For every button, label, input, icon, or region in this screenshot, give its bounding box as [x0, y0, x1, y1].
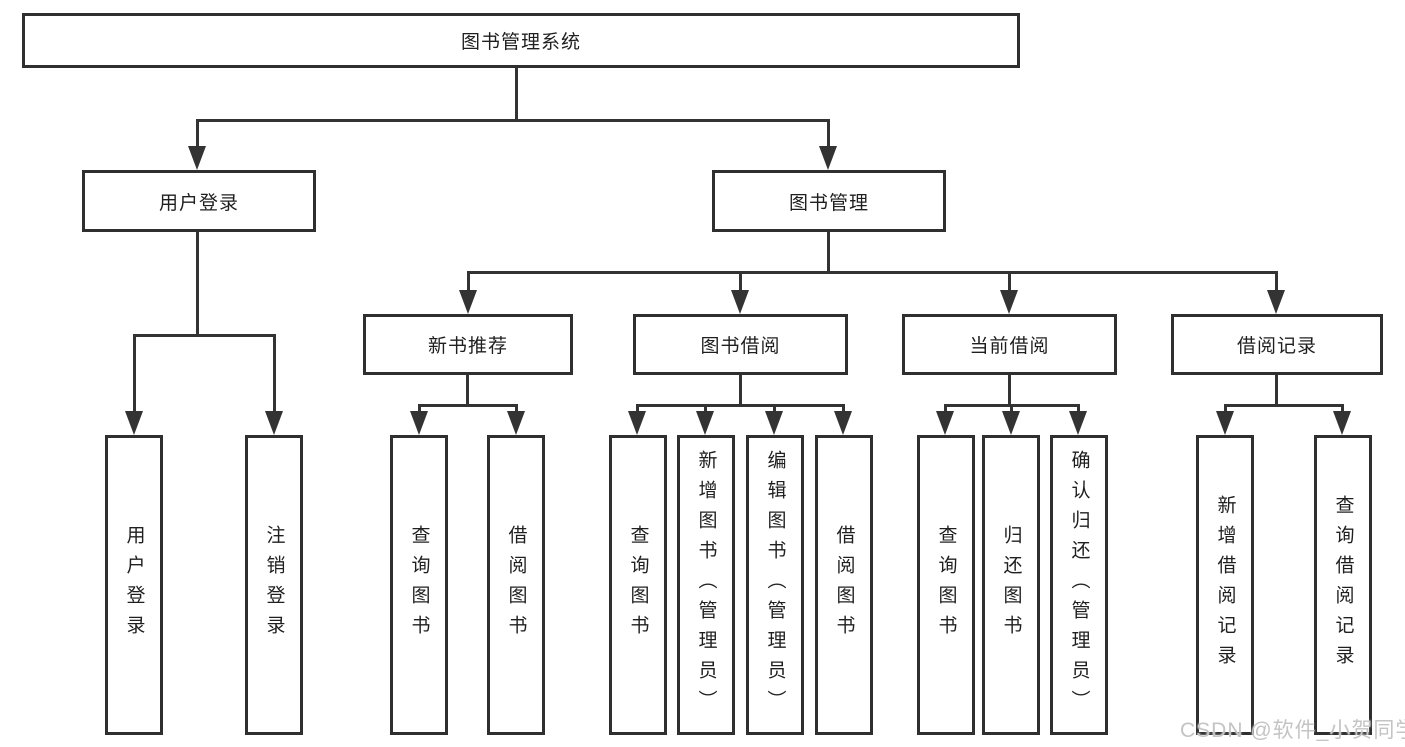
connector-line — [1077, 404, 1080, 413]
node-label: 新增借阅记录 — [1214, 495, 1236, 675]
node-nb-query-books: 查询图书 — [390, 435, 448, 735]
arrow-head — [731, 290, 749, 314]
node-borrow-records: 借阅记录 — [1171, 314, 1383, 375]
arrow-head — [628, 411, 646, 435]
connector-line — [196, 232, 199, 337]
connector-line — [418, 404, 518, 407]
arrow-head — [459, 290, 477, 314]
node-current-borrow: 当前借阅 — [902, 314, 1117, 375]
connector-line — [196, 119, 199, 147]
node-logout: 注销登录 — [245, 435, 303, 735]
connector-line — [704, 404, 707, 413]
arrow-head — [765, 411, 783, 435]
node-cb-return-books: 归还图书 — [982, 435, 1040, 735]
arrow-head — [1267, 290, 1285, 314]
connector-line — [467, 271, 470, 292]
node-label: 当前借阅 — [969, 336, 1050, 357]
arrow-head — [1000, 290, 1018, 314]
node-label: 图书借阅 — [700, 336, 781, 357]
arrow-head — [125, 411, 143, 435]
connector-line — [418, 404, 421, 413]
connector-line — [636, 404, 639, 413]
connector-line — [636, 404, 844, 407]
connector-line — [515, 68, 518, 120]
arrow-head — [819, 146, 837, 170]
connector-line — [1008, 375, 1011, 407]
node-label: 确认归还（管理员） — [1068, 450, 1090, 720]
node-label: 归还图书 — [1000, 525, 1022, 645]
node-br-query-record: 查询借阅记录 — [1314, 435, 1372, 735]
node-label: 图书管理 — [788, 192, 869, 214]
arrow-head — [507, 411, 525, 435]
node-library-management-system: 图书管理系统 — [22, 13, 1020, 68]
connector-line — [1341, 404, 1344, 413]
node-book-management: 图书管理 — [712, 170, 946, 232]
node-label: 借阅图书 — [833, 525, 855, 645]
connector-line — [842, 404, 845, 413]
node-user-login: 用户登录 — [82, 170, 316, 232]
connector-line — [133, 334, 136, 412]
node-label: 借阅记录 — [1236, 336, 1317, 357]
node-label: 查询图书 — [627, 525, 649, 645]
node-bb-add-books-admin: 新增图书（管理员） — [677, 435, 735, 735]
connector-line — [739, 271, 742, 292]
connector-line — [515, 404, 518, 413]
node-bb-query-books: 查询图书 — [609, 435, 667, 735]
connector-line — [773, 404, 776, 413]
arrow-head — [1216, 411, 1234, 435]
connector-line — [1275, 375, 1278, 407]
arrow-head — [188, 146, 206, 170]
node-label: 用户登录 — [158, 192, 239, 214]
arrow-head — [410, 411, 428, 435]
arrow-head — [265, 411, 283, 435]
node-bb-borrow-books: 借阅图书 — [815, 435, 873, 735]
connector-line — [133, 334, 275, 337]
arrow-head — [936, 411, 954, 435]
node-label: 查询图书 — [935, 525, 957, 645]
arrow-head — [1069, 411, 1087, 435]
node-new-book-recommend: 新书推荐 — [363, 314, 573, 375]
node-user-login-leaf: 用户登录 — [105, 435, 163, 735]
connector-line — [1224, 404, 1344, 407]
node-cb-confirm-return-admin: 确认归还（管理员） — [1050, 435, 1108, 735]
node-label: 查询借阅记录 — [1332, 495, 1354, 675]
connector-line — [827, 232, 830, 274]
connector-line — [273, 334, 276, 412]
connector-line — [466, 375, 469, 407]
connector-line — [467, 271, 1278, 274]
node-label: 图书管理系统 — [460, 32, 581, 53]
node-label: 注销登录 — [263, 525, 285, 645]
arrow-head — [834, 411, 852, 435]
connector-line — [827, 119, 830, 147]
node-label: 编辑图书（管理员） — [764, 450, 786, 720]
connector-line — [196, 119, 830, 122]
csdn-watermark: CSDN @软件_小贺同学 — [1180, 719, 1405, 742]
node-label: 借阅图书 — [505, 525, 527, 645]
connector-line — [1275, 271, 1278, 292]
connector-line — [1008, 271, 1011, 292]
node-cb-query-books: 查询图书 — [917, 435, 975, 735]
node-label: 新书推荐 — [427, 336, 508, 357]
arrow-head — [696, 411, 714, 435]
connector-line — [1224, 404, 1227, 413]
node-label: 用户登录 — [123, 525, 145, 645]
node-label: 新增图书（管理员） — [695, 450, 717, 720]
connector-line — [944, 404, 947, 413]
arrow-head — [1333, 411, 1351, 435]
node-label: 查询图书 — [408, 525, 430, 645]
node-bb-edit-books-admin: 编辑图书（管理员） — [746, 435, 804, 735]
connector-line — [739, 375, 742, 407]
connector-line — [1010, 404, 1013, 413]
node-br-add-record: 新增借阅记录 — [1196, 435, 1254, 735]
node-book-borrow: 图书借阅 — [633, 314, 848, 375]
arrow-head — [1002, 411, 1020, 435]
node-nb-borrow-books: 借阅图书 — [487, 435, 545, 735]
